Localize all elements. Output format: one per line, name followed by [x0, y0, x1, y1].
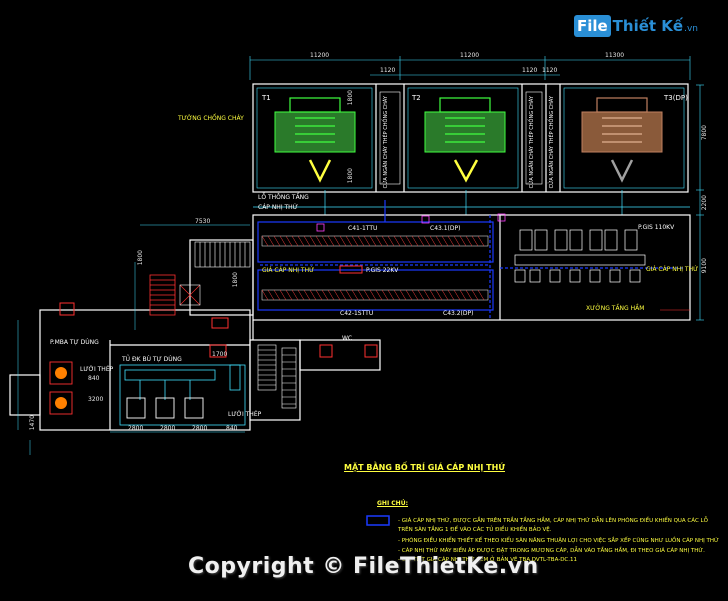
stairs-upper [179, 241, 251, 306]
label-wc: WC [342, 335, 353, 342]
aux-transformer-cores [55, 367, 67, 409]
dim-right-2: 2200 [701, 195, 708, 211]
label-fire-wall: TƯỜNG CHỐNG CHÁY [178, 115, 244, 122]
switchgear-hatching [261, 235, 485, 301]
label-cable-secondary-right: GIÁ CÁP NHỊ THỨ [646, 266, 699, 273]
logo-brand-text: Thiết Kế [612, 17, 684, 35]
label-t2: T2 [412, 94, 421, 102]
label-t1: T1 [262, 94, 271, 102]
label-steel-mesh-1: LƯỚI THÉP [80, 366, 114, 373]
dim-right-3: 9100 [701, 258, 708, 274]
dim-sub-3: 1120 [542, 67, 558, 74]
label-vert-t1: CỬA NGĂN CHÁY THÉP CHỐNG CHÁY [383, 96, 389, 189]
cable-hole-markers [316, 213, 506, 232]
note-line-4: - CÁP NHỊ THỨ MÁY BIẾN ÁP ĐƯỢC ĐẶT TRONG… [398, 548, 705, 554]
dim-right-1: 7800 [701, 125, 708, 141]
label-basement-slope: XƯỞNG TẦNG HẦM [586, 305, 645, 312]
label-pgis110: P.GIS 110KV [638, 224, 675, 231]
transformer-t1 [274, 97, 356, 183]
lower-dimension-lines [17, 224, 690, 455]
label-pgis22: P.GIS 22KV [366, 267, 399, 274]
site-logo: File Thiết Kế .vn [573, 14, 698, 38]
stairs-right [257, 344, 297, 409]
switchgear-rows [261, 235, 489, 301]
dim-sub-1: 1120 [380, 67, 396, 74]
dim-rm-7: 840 [226, 425, 238, 432]
gis-110kv-equipment [514, 229, 646, 283]
label-vert-t2: CỬA NGĂN CHÁY THÉP CHỐNG CHÁY [529, 96, 535, 189]
label-c42: C42-1STTU [340, 310, 374, 317]
dim-rm-6: 2800 [192, 425, 208, 432]
dim-left-2: 1800 [137, 250, 144, 266]
dim-rm-2: 3200 [88, 396, 104, 403]
pgis22-marker [339, 265, 363, 274]
transformer-t2 [424, 97, 506, 183]
dim-top-left: 11200 [310, 52, 330, 59]
cable-racks [257, 200, 685, 320]
note-line-5: - CHI TIẾT GIÁ CÁP NHỊ THỨ XEM Ở BẢN VẼ … [398, 557, 578, 563]
label-cable-secondary: GIÁ CÁP NHỊ THỨ [262, 267, 315, 274]
logo-file-text: File [573, 15, 611, 37]
copyright-watermark: Copyright © FileThietKe.vn [188, 554, 539, 579]
label-mba-room: P.MBA TỰ DÙNG [50, 339, 99, 346]
main-building-walls [9, 214, 691, 431]
label-c43-2: C43.2(DP) [443, 310, 474, 317]
stairs-left [149, 274, 176, 316]
dim-left-1: 7530 [195, 218, 211, 225]
dim-left-3: 1800 [232, 272, 239, 288]
dim-top-mid: 11200 [460, 52, 480, 59]
label-vert-t3: CỬA NGĂN CHÁY THÉP CHỐNG CHÁY [549, 96, 555, 189]
dim-rm-4: 2800 [128, 425, 144, 432]
dim-rm-1: 840 [88, 375, 100, 382]
notes-heading: GHI CHÚ: [377, 500, 408, 507]
legend-cable-swatch [366, 515, 390, 526]
logo-domain-text: .vn [684, 24, 698, 34]
bay-inner-lines [256, 87, 685, 189]
label-c43-1: C43.1(DP) [430, 225, 461, 232]
dim-top-right: 11300 [605, 52, 625, 59]
label-t3: T3(DP) [664, 94, 688, 102]
dim-rm-8: 1700 [212, 351, 228, 358]
door-markers [59, 302, 378, 358]
label-cable-hole: LỖ THÔNG TẦNG [258, 194, 309, 201]
dim-sub-2: 1120 [522, 67, 538, 74]
dim-t-1: 1800 [347, 90, 354, 106]
label-steel-mesh-2: LƯỚI THÉP [228, 411, 262, 418]
note-line-1: - GIÁ CÁP NHỊ THỨ, ĐƯỢC GẮN TRÊN TRẦN TẦ… [398, 518, 708, 524]
dim-rm-3: 1470 [29, 415, 36, 431]
note-line-3: - PHÒNG ĐIỀU KHIỂN THIẾT KẾ THEO KIỂU SÀ… [398, 538, 719, 544]
drawing-title: MẶT BẰNG BỐ TRÍ GIÁ CÁP NHỊ THỨ [344, 463, 506, 472]
label-room-cabinet: TỦ ĐK BÙ TỰ DÙNG [122, 356, 182, 363]
label-c41: C41-1TTU [348, 225, 378, 232]
note-line-2: TRÊN SÀN TẦNG 1 ĐỂ VÀO CÁC TỦ ĐIỀU KHIỂN… [398, 527, 552, 533]
label-cable-tray: CÁP NHỊ THỨ [258, 204, 298, 211]
cable-trench [253, 190, 690, 215]
aux-transformers [49, 361, 204, 419]
lower-rooms-detail [119, 364, 246, 426]
dim-rm-5: 2800 [160, 425, 176, 432]
top-dimension-line [249, 56, 704, 321]
transformer-t3 [581, 97, 663, 183]
transformer-bay-walls [252, 83, 689, 193]
dim-t-2: 1800 [347, 168, 354, 184]
